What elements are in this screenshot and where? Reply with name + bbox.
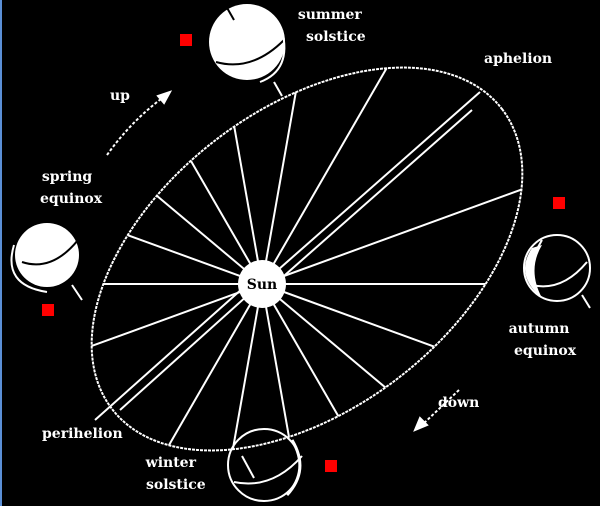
orbit-spoke	[231, 283, 263, 450]
earth-summer-solstice	[209, 4, 286, 97]
orbit-spoke	[168, 283, 263, 446]
earth-autumn-equinox	[523, 234, 591, 309]
label-line: equinox	[514, 343, 577, 359]
red-marker	[180, 34, 192, 46]
orbit-spoke	[261, 283, 435, 348]
label-winter-solstice: winter solstice	[136, 452, 206, 496]
earth-winter-solstice	[227, 428, 303, 502]
label-down: down	[438, 395, 480, 411]
label-up: up	[110, 88, 130, 104]
orbit-spoke	[261, 283, 387, 389]
apsides-line	[94, 91, 481, 421]
red-marker	[325, 460, 337, 472]
red-marker	[42, 304, 54, 316]
label-aphelion: aphelion	[484, 51, 553, 67]
label-autumn-equinox: autumn equinox	[502, 318, 576, 362]
orbit-spoke	[261, 283, 290, 438]
label-line: spring	[41, 169, 93, 185]
label-line: solstice	[146, 477, 206, 493]
label-summer-solstice: summer solstice	[294, 4, 366, 48]
sun-label: Sun	[247, 277, 277, 293]
orbit-spoke	[261, 283, 340, 417]
label-line: summer	[297, 7, 362, 23]
label-perihelion: perihelion	[42, 426, 123, 442]
orbit-spoke	[261, 67, 388, 285]
label-spring-equinox: spring equinox	[32, 166, 102, 210]
orbit-spoke	[233, 126, 263, 285]
orbit-spoke	[261, 92, 297, 285]
red-marker	[553, 197, 565, 209]
label-line: autumn	[508, 321, 570, 337]
down-arrow	[413, 389, 460, 432]
sun	[238, 260, 286, 308]
earth-spring-equinox	[10, 223, 83, 301]
label-line: equinox	[40, 191, 103, 207]
orbit-spoke	[261, 188, 522, 285]
up-arrow	[106, 90, 173, 156]
orbit-ellipse	[90, 66, 524, 452]
orbit-spoke	[91, 283, 263, 347]
label-line: solstice	[306, 29, 366, 45]
label-line: winter	[145, 455, 196, 471]
